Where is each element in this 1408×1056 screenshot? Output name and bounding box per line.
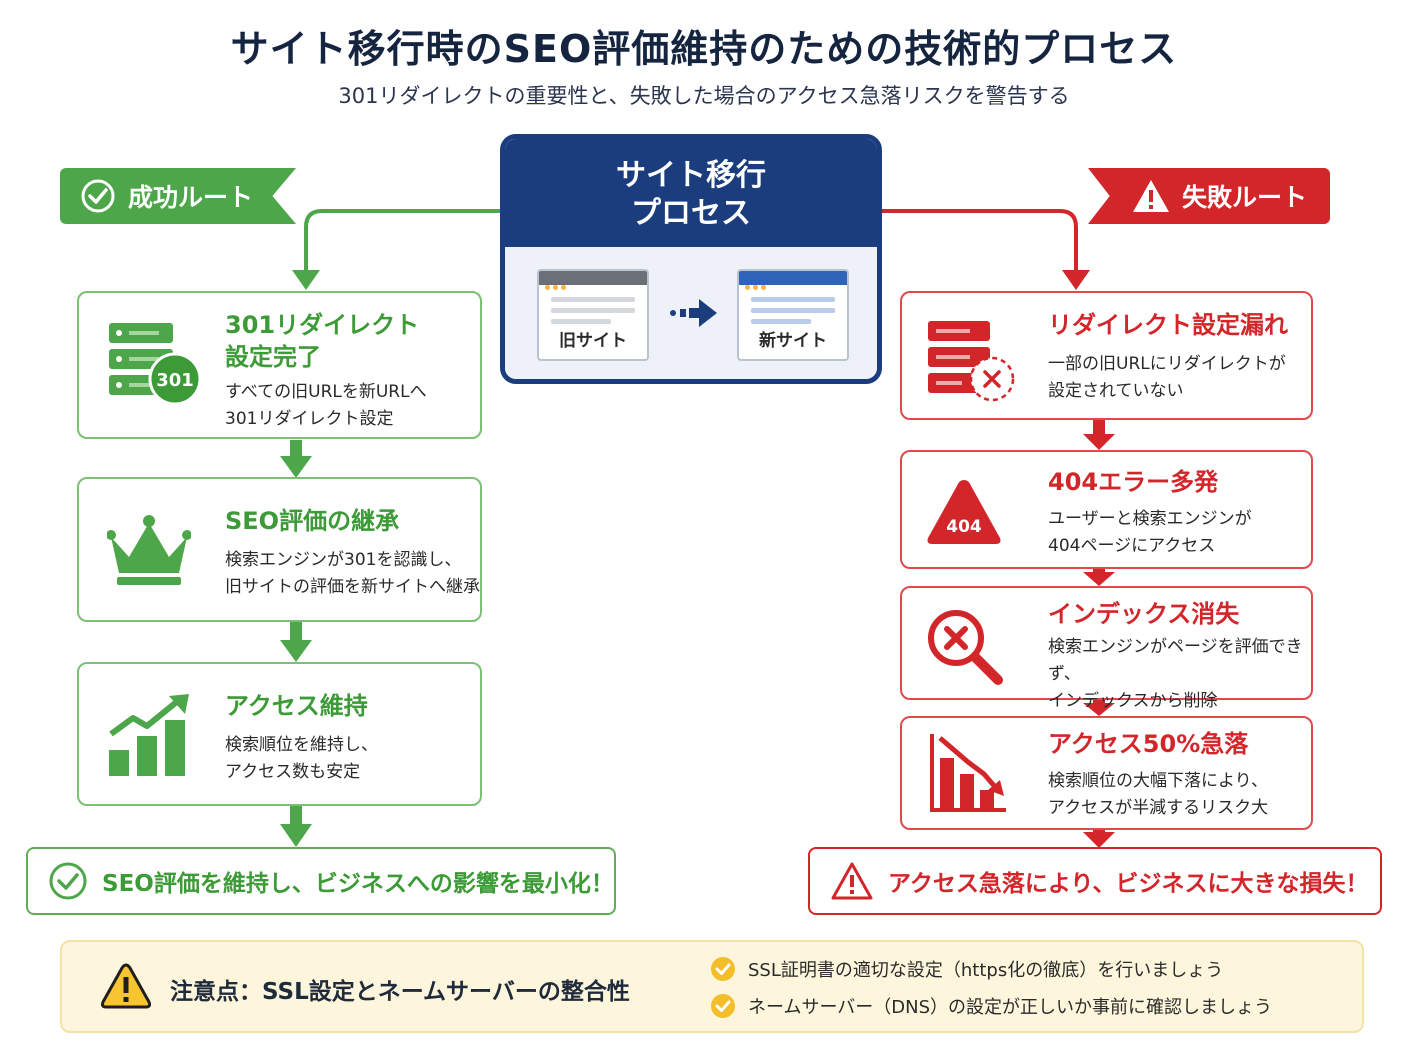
success-outcome-text: SEO評価を維持し、ビジネスへの影響を最小化！ bbox=[102, 871, 614, 897]
fail-step-traffic-drop: アクセス50%急落 検索順位の大幅下落により、 アクセスが半減するリスク大 bbox=[900, 716, 1313, 830]
warning-icon bbox=[830, 861, 874, 901]
site-migration-process: サイト移行 プロセス 旧サイト 新サイト bbox=[500, 134, 882, 384]
success-step-arrows bbox=[280, 440, 312, 847]
decline-chart-icon bbox=[930, 734, 1006, 812]
page-title: サイト移行時のSEO評価維持のための技術的プロセス bbox=[230, 27, 1178, 71]
fail-step-missing-redirect: リダイレクト設定漏れ 一部の旧URLにリダイレクトが 設定されていない bbox=[900, 291, 1313, 420]
old-site-window: 旧サイト bbox=[537, 269, 649, 361]
success-outcome: SEO評価を維持し、ビジネスへの影響を最小化！ bbox=[26, 847, 616, 915]
step-title: リダイレクト設定漏れ bbox=[1048, 311, 1288, 339]
process-illustration: 旧サイト 新サイト bbox=[505, 247, 877, 379]
caution-note: 注意点：SSL設定とネームサーバーの整合性 SSL証明書の適切な設定（https… bbox=[60, 940, 1364, 1033]
search-x-icon bbox=[928, 610, 1003, 685]
caution-icon bbox=[100, 963, 152, 1009]
step-title: 301リダイレクト 設定完了 bbox=[225, 311, 420, 371]
fail-route-badge: 失敗ルート bbox=[1088, 168, 1330, 224]
step-desc: 検索エンジンがページを評価できず、 インデックスから削除 bbox=[1048, 637, 1303, 711]
step-desc: 検索エンジンが301を認識し、 旧サイトの評価を新サイトへ継承 bbox=[225, 550, 480, 597]
success-route-badge: 成功ルート bbox=[60, 168, 296, 224]
warning-icon bbox=[1132, 179, 1170, 213]
fail-outcome-text: アクセス急落により、ビジネスに大きな損失！ bbox=[888, 871, 1369, 897]
new-site-window: 新サイト bbox=[737, 269, 849, 361]
new-site-label: 新サイト bbox=[759, 331, 827, 351]
step-title: SEO評価の継承 bbox=[225, 507, 400, 535]
server-301-icon: 301 bbox=[109, 323, 202, 406]
server-301-icon-text: 301 bbox=[156, 370, 194, 391]
success-step-inherit: SEO評価の継承 検索エンジンが301を認識し、 旧サイトの評価を新サイトへ継承 bbox=[77, 477, 482, 622]
step-title: アクセス維持 bbox=[225, 692, 368, 720]
step-desc: 検索順位を維持し、 アクセス数も安定 bbox=[225, 735, 378, 782]
step-title: インデックス消失 bbox=[1048, 600, 1240, 628]
fail-outcome: アクセス急落により、ビジネスに大きな損失！ bbox=[808, 847, 1382, 915]
check-circle-icon bbox=[80, 178, 116, 214]
step-desc: 一部の旧URLにリダイレクトが 設定されていない bbox=[1048, 354, 1286, 401]
fail-step-arrows bbox=[1083, 420, 1115, 848]
success-step-traffic: アクセス維持 検索順位を維持し、 アクセス数も安定 bbox=[77, 662, 482, 806]
step-title: 404エラー多発 bbox=[1048, 468, 1219, 496]
process-title-line1: サイト移行 bbox=[616, 158, 766, 193]
process-title: サイト移行 プロセス bbox=[505, 139, 877, 247]
growth-chart-icon bbox=[109, 694, 189, 776]
check-circle-icon bbox=[48, 861, 88, 901]
success-step-redirect: 301 301リダイレクト 設定完了 すべての旧URLを新URLへ 301リダイ… bbox=[77, 291, 482, 439]
caution-item: SSL証明書の適切な設定（https化の徹底）を行いましょう bbox=[710, 956, 1223, 982]
error-404-icon: 404 bbox=[927, 480, 1001, 544]
caution-item: ネームサーバー（DNS）の設定が正しいか事前に確認しましょう bbox=[710, 993, 1272, 1019]
old-site-label: 旧サイト bbox=[559, 331, 627, 351]
page-subtitle: 301リダイレクトの重要性と、失敗した場合のアクセス急落リスクを警告する bbox=[338, 84, 1070, 108]
success-route-label: 成功ルート bbox=[128, 183, 254, 212]
fail-step-index-loss: インデックス消失 検索エンジンがページを評価できず、 インデックスから削除 bbox=[900, 586, 1313, 711]
fail-route-label: 失敗ルート bbox=[1182, 183, 1308, 212]
server-error-icon bbox=[928, 321, 1015, 402]
crown-icon bbox=[107, 515, 191, 585]
check-badge-icon bbox=[710, 956, 736, 982]
step-desc: ユーザーと検索エンジンが 404ページにアクセス bbox=[1048, 509, 1252, 556]
check-badge-icon bbox=[710, 993, 736, 1019]
success-connector bbox=[304, 209, 500, 272]
step-desc: すべての旧URLを新URLへ 301リダイレクト設定 bbox=[225, 382, 427, 429]
success-arrowhead bbox=[292, 270, 320, 290]
step-desc: 検索順位の大幅下落により、 アクセスが半減するリスク大 bbox=[1048, 771, 1269, 818]
fail-connector bbox=[882, 209, 1078, 272]
fail-step-404: 404 404エラー多発 ユーザーと検索エンジンが 404ページにアクセス bbox=[900, 450, 1313, 569]
process-title-line2: プロセス bbox=[631, 196, 751, 231]
step-title: アクセス50%急落 bbox=[1048, 730, 1249, 758]
error-404-icon-text: 404 bbox=[946, 517, 982, 537]
migration-arrow-icon bbox=[670, 299, 717, 327]
caution-title: 注意点：SSL設定とネームサーバーの整合性 bbox=[170, 979, 630, 1005]
fail-arrowhead bbox=[1062, 270, 1090, 290]
